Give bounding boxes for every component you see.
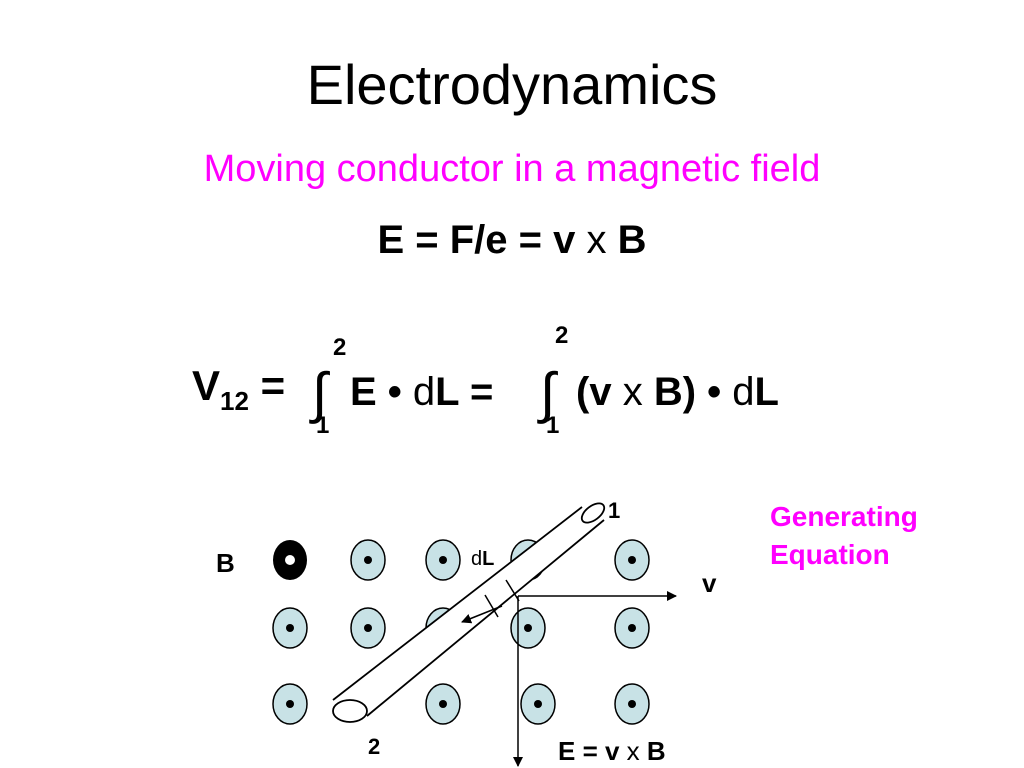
eq2-d-2: d [732,370,755,414]
dl-segment [461,579,520,624]
integral-2-upper-limit: 2 [555,322,569,349]
eq2-dot-2: • [696,370,733,414]
eq2-equals: = [248,362,286,409]
eq1-equals-2: = [507,218,554,262]
field-dot [425,683,461,725]
label-v: v [702,568,717,598]
generating-equation-label: Generating Equation [770,498,918,574]
integral-1-lower-limit: 1 [316,412,330,439]
eq2-L-1: L [435,370,459,414]
eq1-v: v [553,218,576,262]
eq2-B-close: B) [653,370,697,414]
slide-subtitle: Moving conductor in a magnetic field [203,148,821,190]
eq2-cross: x [611,370,654,414]
label-dL: dL [471,548,494,571]
bottom-eq-cross: x [619,736,647,766]
equation-emf-rhs: (v x B) • dL [576,370,779,415]
eq2-d-1: d [412,370,436,414]
eq1-Fe: F/e [449,218,508,262]
generating-label-line2: Equation [770,539,890,570]
label-point-2: 2 [368,734,381,759]
field-dot [350,539,386,581]
bottom-eq-E: E [558,736,576,766]
eq1-equals-1: = [404,218,450,262]
integral-2-lower-limit: 1 [546,412,560,439]
conductor-rod [332,502,606,723]
eq2-open-v: (v [576,370,612,414]
eq2-dot-1: • [376,370,413,414]
field-dot-large [273,540,307,580]
integral-1-upper-limit: 2 [333,334,347,361]
equation-emf-mid: E • dL = [350,370,493,415]
equation-force: E = F/e = v x B [0,218,1024,263]
field-dot [272,607,308,649]
eq2-subscript: 12 [220,386,249,416]
label-E-equals-vxB: E = v x B [558,736,666,767]
field-dot [272,683,308,725]
field-dot [520,683,556,725]
field-dot [614,607,650,649]
eq2-V: V [192,362,221,409]
eq2-E: E [350,370,377,414]
integral-sign-2: ∫ [540,361,556,424]
label-dL-d: d [471,548,483,570]
field-dot [510,607,546,649]
integral-sign-1: ∫ [312,361,328,424]
label-dL-L: L [482,548,495,570]
label-point-1: 1 [608,498,621,523]
bottom-eq-v: v [604,736,620,766]
bottom-eq-equals: = [575,736,605,766]
label-B: B [216,548,235,578]
eq1-E: E [377,218,405,262]
eq1-B: B [617,218,647,262]
eq1-cross: x [575,218,618,262]
slide-title: Electrodynamics [306,53,718,116]
generating-label-line1: Generating [770,501,918,532]
field-dot [350,607,386,649]
field-dot [425,539,461,581]
eq2-equals-2: = [458,370,494,414]
equation-emf-lhs: V12 = [192,362,285,417]
field-dot [614,539,650,581]
field-dot [614,683,650,725]
eq2-L-2: L [754,370,779,414]
bottom-eq-B: B [646,736,666,766]
